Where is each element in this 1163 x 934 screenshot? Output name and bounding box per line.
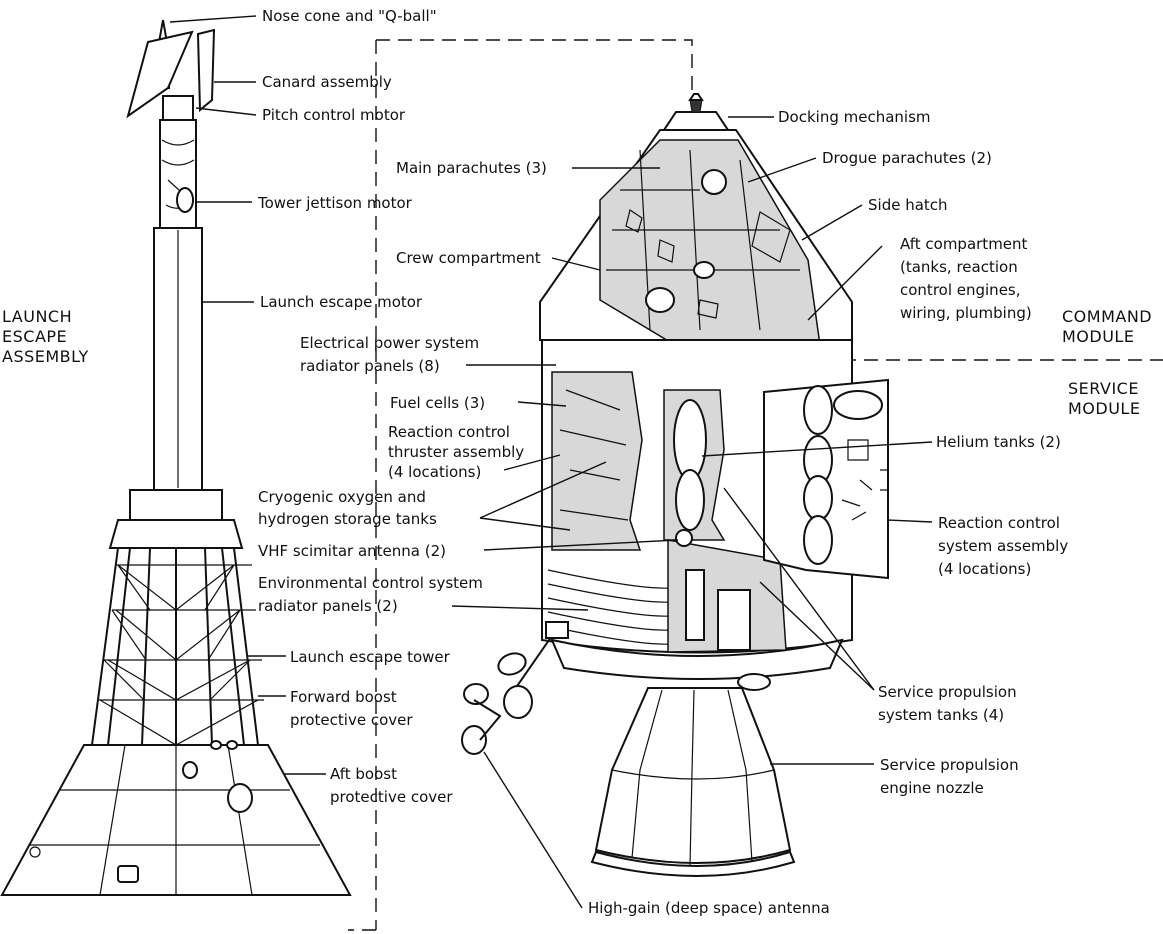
- label-vhf-antenna: VHF scimitar antenna (2): [258, 542, 446, 560]
- rcs-assembly-line-1: Reaction control: [938, 514, 1060, 532]
- sm-line-1: SERVICE: [1068, 379, 1139, 398]
- sps-tanks-line-2: system tanks (4): [878, 706, 1004, 724]
- forward-line-2: protective cover: [290, 711, 413, 729]
- aft-line-3: control engines,: [900, 281, 1021, 299]
- label-aft-compartment: Aft compartment (tanks, reaction control…: [900, 235, 1032, 322]
- rcs-thruster-line-3: (4 locations): [388, 463, 481, 481]
- sm-line-2: MODULE: [1068, 399, 1140, 418]
- aft-line-4: wiring, plumbing): [900, 304, 1032, 322]
- sps-nozzle-line-2: engine nozzle: [880, 779, 984, 797]
- label-side-hatch: Side hatch: [868, 196, 948, 214]
- group-label-cm: COMMAND MODULE: [1062, 307, 1158, 346]
- label-drogue-parachutes: Drogue parachutes (2): [822, 149, 992, 167]
- label-rcs-assembly: Reaction control system assembly (4 loca…: [938, 514, 1073, 578]
- label-high-gain: High-gain (deep space) antenna: [588, 899, 830, 917]
- leader-lines: [169, 15, 933, 909]
- les-line-3: ASSEMBLY: [2, 347, 89, 366]
- aft-cover-line-1: Aft boost: [330, 765, 397, 783]
- label-crew-compartment: Crew compartment: [396, 249, 541, 267]
- aft-line-2: (tanks, reaction: [900, 258, 1018, 276]
- aft-cover-line-2: protective cover: [330, 788, 453, 806]
- cm-line-1: COMMAND: [1062, 307, 1152, 326]
- label-ecs-radiator: Environmental control system radiator pa…: [258, 574, 488, 615]
- label-pitch-motor: Pitch control motor: [262, 106, 406, 124]
- label-sps-tanks: Service propulsion system tanks (4): [878, 683, 1021, 724]
- cryo-line-1: Cryogenic oxygen and: [258, 488, 426, 506]
- label-aft-cover: Aft boost protective cover: [330, 765, 453, 806]
- label-rcs-thruster: Reaction control thruster assembly (4 lo…: [388, 423, 529, 481]
- high-gain-antenna-drawing: [461, 621, 569, 755]
- rcs-thruster-line-2: thruster assembly: [388, 443, 524, 461]
- ecs-line-1: Environmental control system: [258, 574, 483, 592]
- label-canard: Canard assembly: [262, 73, 392, 91]
- label-tower-jettison: Tower jettison motor: [257, 194, 413, 212]
- rcs-thruster-line-1: Reaction control: [388, 423, 510, 441]
- label-helium-tanks: Helium tanks (2): [936, 433, 1061, 451]
- cryo-line-2: hydrogen storage tanks: [258, 510, 437, 528]
- label-fuel-cells: Fuel cells (3): [390, 394, 485, 412]
- label-docking: Docking mechanism: [778, 108, 931, 126]
- eps-line-2: radiator panels (8): [300, 357, 440, 375]
- les-line-1: LAUNCH: [2, 307, 72, 326]
- group-label-les: LAUNCH ESCAPE ASSEMBLY: [2, 307, 89, 366]
- label-cryo-tanks: Cryogenic oxygen and hydrogen storage ta…: [258, 488, 437, 528]
- rcs-assembly-line-2: system assembly: [938, 537, 1068, 555]
- eps-line-1: Electrical power system: [300, 334, 479, 352]
- group-label-sm: SERVICE MODULE: [1068, 379, 1145, 418]
- command-module-drawing: [539, 93, 853, 365]
- sps-tanks-line-1: Service propulsion: [878, 683, 1017, 701]
- label-sps-nozzle: Service propulsion engine nozzle: [880, 756, 1023, 797]
- ecs-line-2: radiator panels (2): [258, 597, 398, 615]
- label-launch-escape-tower: Launch escape tower: [290, 648, 451, 666]
- label-eps-radiator: Electrical power system radiator panels …: [300, 334, 484, 375]
- forward-line-1: Forward boost: [290, 688, 397, 706]
- label-forward-cover: Forward boost protective cover: [290, 688, 413, 729]
- label-launch-escape-motor: Launch escape motor: [260, 293, 423, 311]
- label-nose-cone: Nose cone and "Q-ball": [262, 7, 437, 25]
- label-main-parachutes: Main parachutes (3): [396, 159, 547, 177]
- sps-nozzle-line-1: Service propulsion: [880, 756, 1019, 774]
- launch-escape-assembly-drawing: [0, 19, 352, 896]
- sps-nozzle-drawing: [590, 687, 796, 877]
- rcs-assembly-line-3: (4 locations): [938, 560, 1031, 578]
- les-line-2: ESCAPE: [2, 327, 67, 346]
- cm-line-2: MODULE: [1062, 327, 1134, 346]
- aft-line-1: Aft compartment: [900, 235, 1028, 253]
- service-module-drawing: [541, 339, 889, 691]
